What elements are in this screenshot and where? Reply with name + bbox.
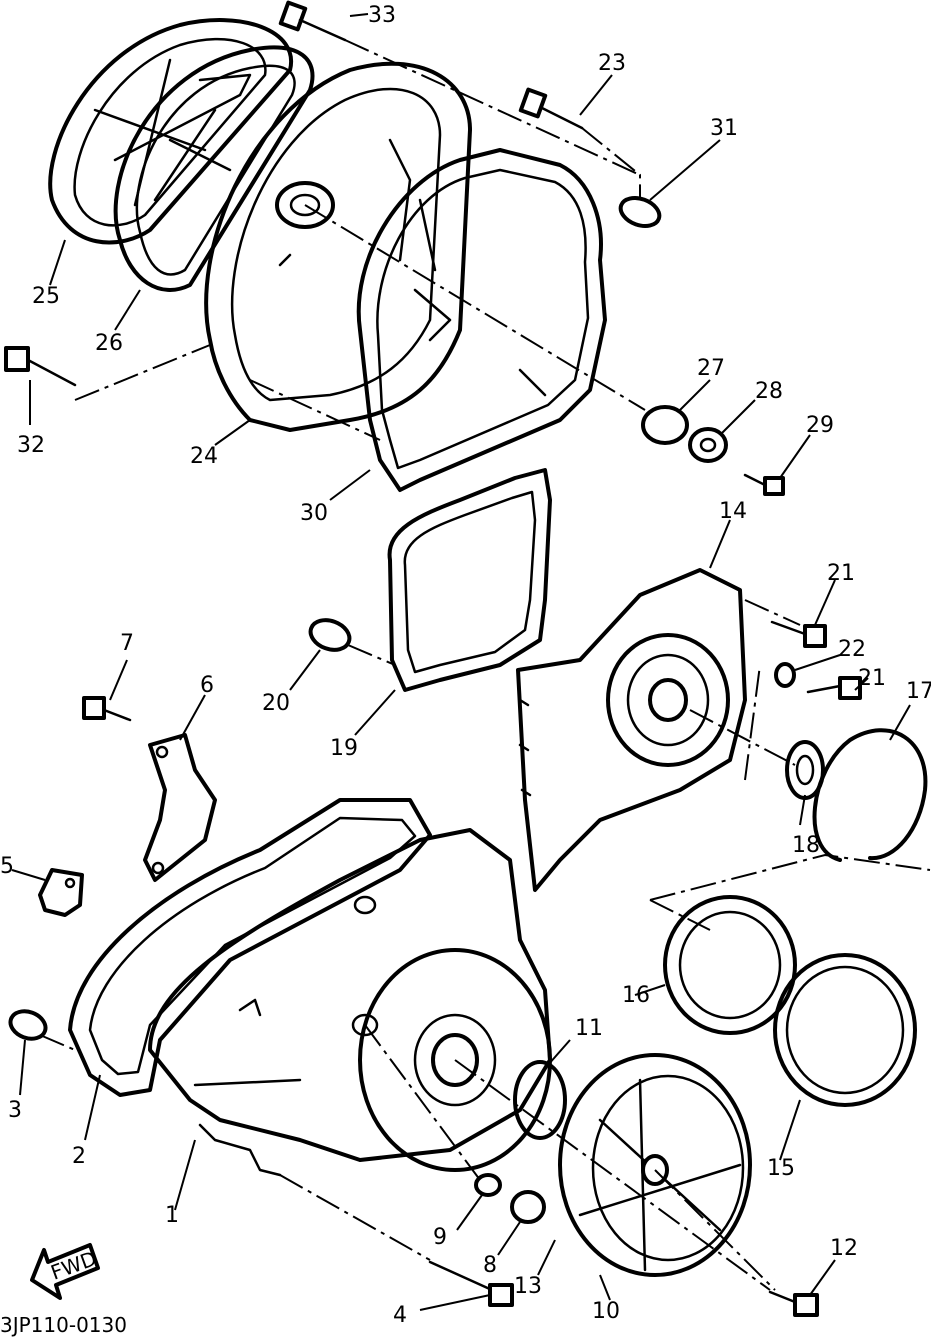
part-15-cap — [773, 953, 917, 1107]
part-10-cover — [558, 1053, 752, 1277]
callout-3: 3 — [8, 1098, 22, 1123]
callout-15: 15 — [767, 1156, 795, 1181]
middle-alignment-lines — [649, 599, 931, 931]
callout-19: 19 — [330, 736, 358, 761]
callout-26: 26 — [95, 331, 123, 356]
part-14-inner-cover — [516, 568, 747, 892]
callout-25: 25 — [32, 284, 60, 309]
callout-18: 18 — [792, 833, 820, 858]
callout-12: 12 — [830, 1236, 858, 1261]
part-22-o-ring — [774, 662, 796, 688]
callout-30: 30 — [300, 501, 328, 526]
part-17-circlip — [812, 728, 928, 862]
callout-24: 24 — [190, 444, 218, 469]
part-12-bolt — [768, 1290, 819, 1317]
part-6-bracket — [143, 733, 217, 882]
callout-21-lower: 21 — [858, 666, 886, 691]
part-19-gasket — [387, 468, 552, 692]
callout-32: 32 — [17, 433, 45, 458]
part-25-outer-cover — [48, 18, 294, 245]
part-9-o-ring — [474, 1173, 502, 1197]
callout-27: 27 — [697, 356, 725, 381]
callout-2: 2 — [72, 1144, 86, 1169]
callout-29: 29 — [806, 413, 834, 438]
part-27-bushing — [641, 405, 689, 445]
callout-1: 1 — [165, 1203, 179, 1228]
part-33-bolt — [278, 0, 347, 42]
callout-33: 33 — [368, 3, 396, 28]
part-31-dowel — [618, 195, 662, 229]
part-21-bolt-upper — [770, 620, 827, 648]
callout-21-upper: 21 — [827, 561, 855, 586]
callout-7: 7 — [120, 631, 134, 656]
part-26-gasket — [113, 45, 315, 292]
callout-leaders — [11, 13, 911, 1311]
callout-31: 31 — [710, 116, 738, 141]
part-2-gasket — [68, 798, 432, 1097]
part-30-large-gasket — [356, 148, 607, 492]
callout-6: 6 — [200, 673, 214, 698]
callout-10: 10 — [592, 1299, 620, 1324]
callout-13: 13 — [514, 1274, 542, 1299]
callout-20: 20 — [262, 691, 290, 716]
fwd-arrow: FWD — [30, 1243, 100, 1300]
part-21-bolt-lower — [806, 676, 862, 700]
part-28-washer — [688, 427, 728, 463]
part-11-o-ring — [513, 1060, 567, 1140]
callout-8: 8 — [483, 1253, 497, 1278]
part-7-bolt — [82, 696, 132, 722]
part-8-plug — [510, 1190, 546, 1224]
callout-9: 9 — [433, 1225, 447, 1250]
callout-28: 28 — [755, 379, 783, 404]
callout-14: 14 — [719, 499, 747, 524]
callout-23: 23 — [598, 51, 626, 76]
part-5-clamp — [38, 868, 84, 917]
part-23-bolt — [518, 87, 584, 130]
callout-16: 16 — [622, 983, 650, 1008]
callout-4: 4 — [393, 1303, 407, 1328]
part-32-bolt — [4, 346, 77, 387]
lower-alignment-lines — [39, 1024, 776, 1291]
dowel-20-line — [347, 644, 396, 666]
callout-5: 5 — [0, 854, 14, 879]
upper-alignment-lines — [74, 39, 646, 441]
part-3-dowel — [8, 1009, 48, 1041]
part-20-dowel — [308, 618, 352, 652]
part-29-screw — [743, 473, 785, 496]
callout-11: 11 — [575, 1016, 603, 1041]
callout-numbers: 1 2 3 4 5 6 7 8 9 10 11 12 13 14 15 16 1… — [0, 3, 931, 1328]
part-16-seal-ring — [663, 895, 797, 1035]
callout-17: 17 — [906, 679, 931, 704]
part-1-main-cover — [148, 828, 552, 1177]
diagram-code: 3JP110-0130 — [0, 1313, 127, 1337]
callout-22: 22 — [838, 637, 866, 662]
